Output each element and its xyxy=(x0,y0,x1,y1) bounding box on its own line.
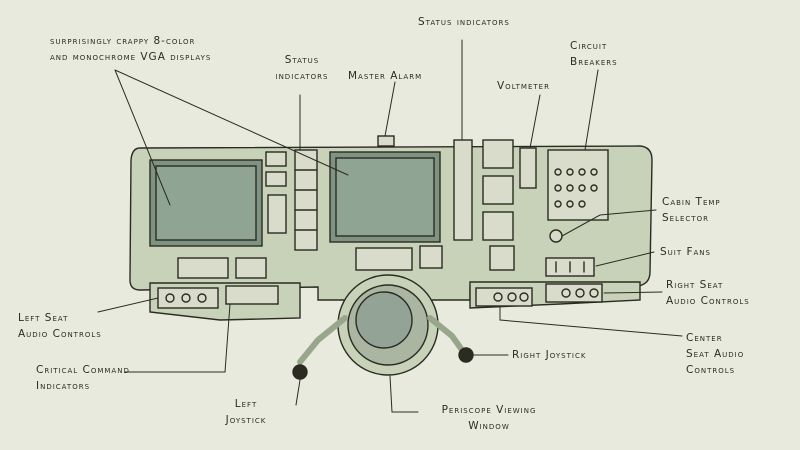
left-joystick-arm xyxy=(297,315,348,365)
leader-breakers xyxy=(584,69,599,151)
leader-right-audio xyxy=(603,291,663,294)
label-cabin-temp: Cabin Temp Selector xyxy=(662,194,721,226)
label-left-audio-line2: Audio Controls xyxy=(18,328,102,340)
label-status-left-line2: indicators xyxy=(275,70,329,82)
label-cabin-temp-line1: Cabin Temp xyxy=(662,196,721,208)
leader-displays xyxy=(114,69,349,206)
cabin-temp-knob xyxy=(549,229,563,243)
leader-critical xyxy=(124,303,231,373)
left-joystick-knob xyxy=(292,364,308,380)
leader-left-audio xyxy=(97,297,159,313)
label-status-left: Status indicators xyxy=(262,52,342,84)
label-center-audio-line2: Seat Audio xyxy=(686,348,745,360)
label-left-audio: Left Seat Audio Controls xyxy=(18,310,102,342)
label-master-alarm: Master Alarm xyxy=(348,70,423,82)
label-critical-line2: Indicators xyxy=(36,380,91,392)
voltmeter-gauge xyxy=(519,147,537,189)
label-cabin-temp-line2: Selector xyxy=(662,212,709,224)
right-joystick-arm xyxy=(427,315,465,353)
lower-left-grid xyxy=(177,257,229,279)
critical-command-grid xyxy=(225,285,279,305)
periscope-window xyxy=(355,291,413,349)
label-critical-line1: Critical Command xyxy=(36,364,130,376)
label-center-audio-line1: Center xyxy=(686,332,723,344)
label-left-joystick-line1: Left xyxy=(234,398,258,410)
label-right-audio-line1: Right Seat xyxy=(666,279,724,291)
label-right-audio-line2: Audio Controls xyxy=(666,295,750,307)
leader-cabin-temp xyxy=(561,209,657,237)
label-right-audio: Right Seat Audio Controls xyxy=(666,277,750,309)
left-audio-panel xyxy=(157,287,219,309)
label-left-joystick: Left Joystick xyxy=(196,396,296,428)
label-center-audio: Center Seat Audio Controls xyxy=(686,330,744,378)
right-joystick-knob xyxy=(458,347,474,363)
right-audio-panel xyxy=(545,283,603,303)
label-suit-fans: Suit Fans xyxy=(660,246,711,258)
label-periscope-line1: Periscope Viewing xyxy=(441,404,537,416)
label-voltmeter: Voltmeter xyxy=(497,80,550,92)
label-status-left-line1: Status xyxy=(284,54,320,66)
label-left-audio-line1: Left Seat xyxy=(18,312,69,324)
label-breakers: Circuit Breakers xyxy=(570,38,618,70)
leader-suit-fans xyxy=(595,251,655,267)
label-status-top: Status indicators xyxy=(418,16,510,28)
leader-center-audio xyxy=(499,305,683,337)
label-center-audio-line3: Controls xyxy=(686,364,736,376)
label-periscope-line2: Window xyxy=(468,420,510,432)
label-critical: Critical Command Indicators xyxy=(36,362,130,394)
label-breakers-line2: Breakers xyxy=(570,56,618,68)
status-column-left xyxy=(294,149,318,251)
label-left-joystick-line2: Joystick xyxy=(225,414,267,426)
leader-left-joystick xyxy=(295,379,301,406)
label-periscope: Periscope Viewing Window xyxy=(414,402,564,434)
leader-master-alarm xyxy=(384,81,396,137)
leader-periscope xyxy=(389,375,419,413)
status-column-right xyxy=(453,139,473,241)
label-displays: surprisingly crappy 8-color and monochro… xyxy=(50,33,211,65)
center-audio-panel xyxy=(475,287,533,307)
label-displays-line2: and monochrome VGA displays xyxy=(50,51,212,63)
master-alarm-button xyxy=(377,135,395,147)
leader-voltmeter xyxy=(529,94,541,149)
label-displays-line1: surprisingly crappy 8-color xyxy=(50,35,196,47)
label-breakers-line1: Circuit xyxy=(570,40,608,52)
label-right-joystick: Right Joystick xyxy=(512,349,587,361)
